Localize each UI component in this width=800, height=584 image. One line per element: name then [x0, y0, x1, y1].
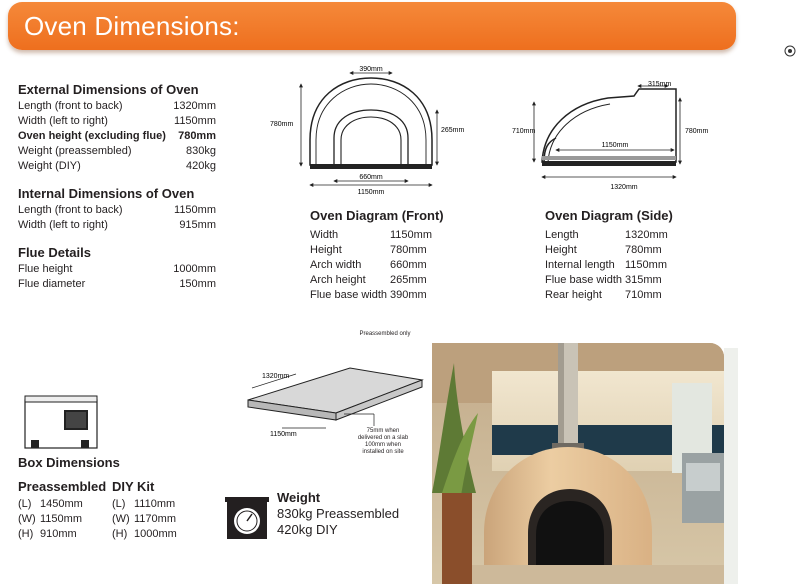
side-diagram: 315mm 710mm 1150mm 780mm 1320mm — [512, 81, 709, 191]
internal-title: Internal Dimensions of Oven — [18, 186, 195, 201]
spec-row: Weight (DIY)420kg — [18, 160, 216, 172]
side-base — [542, 161, 676, 166]
side-profile — [541, 88, 677, 163]
internal-dimensions: Internal Dimensions of Oven Length (fron… — [18, 186, 216, 233]
box-col-diy: DIY Kit (L)1110mm (W)1170mm (H)1000mm — [112, 479, 177, 540]
preassembled-note: Preassembled only — [359, 331, 411, 337]
oven-photo — [432, 343, 724, 584]
box-title: Box Dimensions — [18, 455, 120, 470]
weight-line: 420kg DIY — [277, 522, 338, 537]
spec-row: Length (front to back)1320mm — [18, 100, 216, 112]
box-dimensions: Box Dimensions Preassembled (L)1450mm (W… — [18, 455, 206, 542]
flue-title: Flue Details — [18, 245, 91, 260]
slab-length-label: 1320mm — [262, 373, 289, 380]
scale-icon — [225, 497, 269, 539]
front-diagram: 390mm 780mm 265mm 660mm 1150mm — [270, 66, 465, 196]
spec-row: Width (left to right)1150mm — [18, 115, 216, 127]
target-icon — [784, 45, 796, 57]
weight-title: Weight — [277, 490, 321, 505]
side-left-label: 710mm — [512, 128, 536, 135]
spec-row: Oven height (excluding flue)780mm — [18, 130, 216, 142]
slab-width-label: 1150mm — [270, 431, 297, 438]
box-col-preassembled: Preassembled (L)1450mm (W)1150mm (H)910m… — [18, 479, 107, 540]
arch-outline — [333, 109, 409, 165]
front-bottom-label: 1150mm — [358, 189, 385, 196]
front-left-label: 780mm — [270, 121, 294, 128]
external-dimensions: External Dimensions of Oven Length (fron… — [18, 82, 216, 174]
photo-edge — [724, 348, 738, 584]
front-diagram-title: Oven Diagram (Front) — [310, 208, 444, 223]
dome-outline — [309, 77, 433, 166]
page-title: Oven Dimensions: — [24, 11, 240, 41]
spec-row: Weight (preassembled)830kg — [18, 145, 216, 157]
external-title: External Dimensions of Oven — [18, 82, 199, 97]
slab-diagram: 1320mm 1150mm — [247, 367, 424, 438]
side-floor — [542, 156, 676, 160]
side-diagram-title: Oven Diagram (Side) — [545, 208, 673, 223]
spec-row: Length (front to back)1150mm — [18, 204, 216, 216]
slab-thickness-note: 75mm when delivered on a slab 100mm when… — [357, 428, 409, 455]
spec-row: Width (left to right)915mm — [18, 219, 216, 231]
front-top-label: 390mm — [359, 66, 383, 73]
front-right-label: 265mm — [441, 127, 465, 134]
side-top-label: 315mm — [648, 81, 672, 88]
header-banner: Oven Dimensions: — [8, 2, 736, 50]
side-right-label: 780mm — [685, 128, 709, 135]
front-inner-label: 660mm — [359, 174, 383, 181]
weight-line: 830kg Preassembled — [277, 506, 400, 521]
side-inner-label: 1150mm — [602, 142, 629, 149]
crate-icon — [24, 395, 98, 449]
side-bottom-label: 1320mm — [610, 184, 637, 191]
front-base — [310, 164, 432, 169]
